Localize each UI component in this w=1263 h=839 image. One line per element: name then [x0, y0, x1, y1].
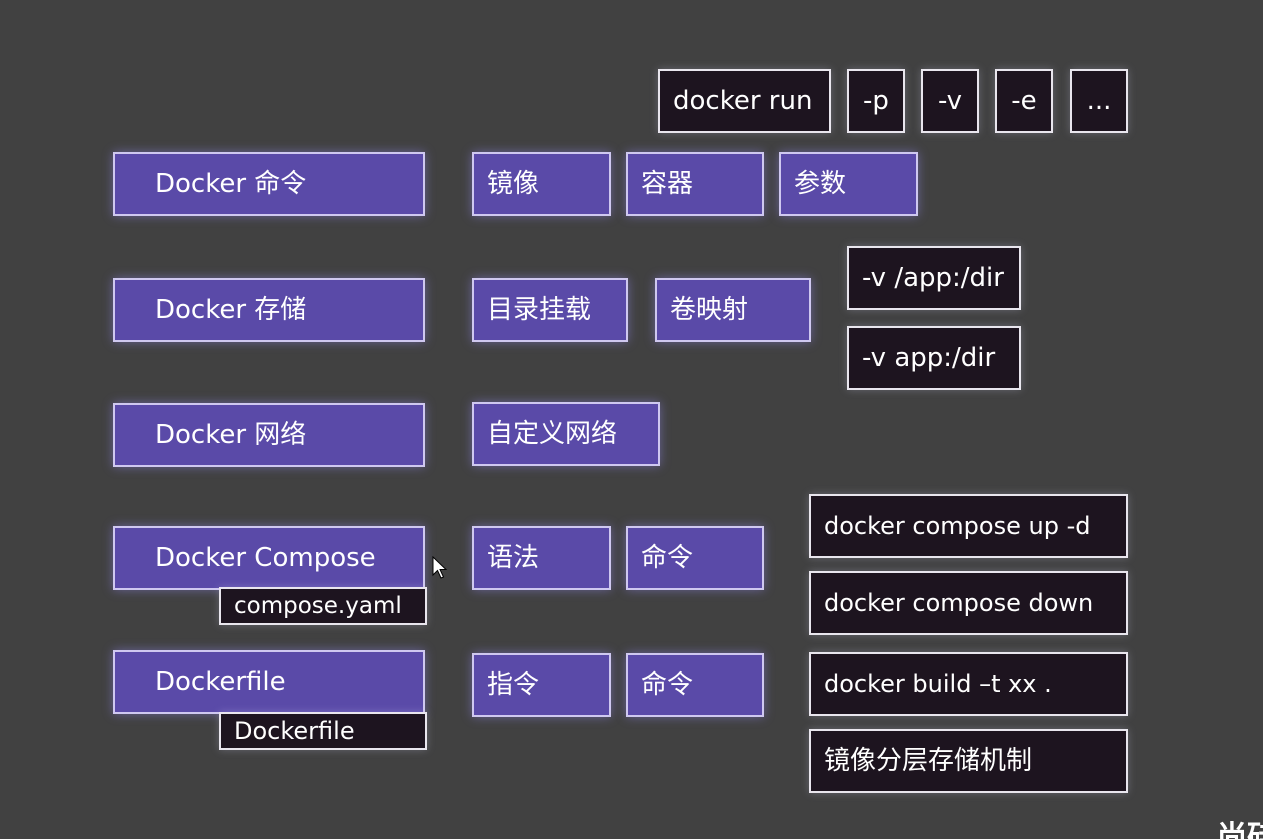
- subtopic-containers: 容器: [626, 152, 764, 216]
- compose-down-command: docker compose down: [809, 571, 1128, 635]
- layered-storage-box: 镜像分层存储机制: [809, 729, 1128, 793]
- subtopic-dockerfile-commands: 命令: [626, 653, 764, 717]
- watermark-text: 尚硅: [1217, 820, 1263, 839]
- subtopic-compose-commands: 命令: [626, 526, 764, 590]
- compose-up-command: docker compose up -d: [809, 494, 1128, 558]
- dockerfile-file-label: Dockerfile: [219, 712, 427, 750]
- topic-docker-storage: Docker 存储: [113, 278, 425, 342]
- subtopic-volume-mapping: 卷映射: [655, 278, 811, 342]
- topic-docker-commands: Docker 命令: [113, 152, 425, 216]
- volume-example: -v app:/dir: [847, 326, 1021, 390]
- subtopic-dockerfile-instructions: 指令: [472, 653, 611, 717]
- flag-e-box: -e: [995, 69, 1053, 133]
- compose-file-label: compose.yaml: [219, 587, 427, 625]
- topic-dockerfile: Dockerfile: [113, 650, 425, 714]
- subtopic-images: 镜像: [472, 152, 611, 216]
- flag-more-box: ...: [1070, 69, 1128, 133]
- mouse-cursor-icon: [432, 556, 448, 579]
- flag-p-box: -p: [847, 69, 905, 133]
- subtopic-bind-mount: 目录挂载: [472, 278, 628, 342]
- docker-run-box: docker run: [658, 69, 831, 133]
- flag-v-box: -v: [921, 69, 979, 133]
- topic-docker-network: Docker 网络: [113, 403, 425, 467]
- docker-build-command: docker build –t xx .: [809, 652, 1128, 716]
- subtopic-custom-network: 自定义网络: [472, 402, 660, 466]
- bind-mount-example: -v /app:/dir: [847, 246, 1021, 310]
- subtopic-parameters: 参数: [779, 152, 918, 216]
- topic-docker-compose: Docker Compose: [113, 526, 425, 590]
- subtopic-compose-syntax: 语法: [472, 526, 611, 590]
